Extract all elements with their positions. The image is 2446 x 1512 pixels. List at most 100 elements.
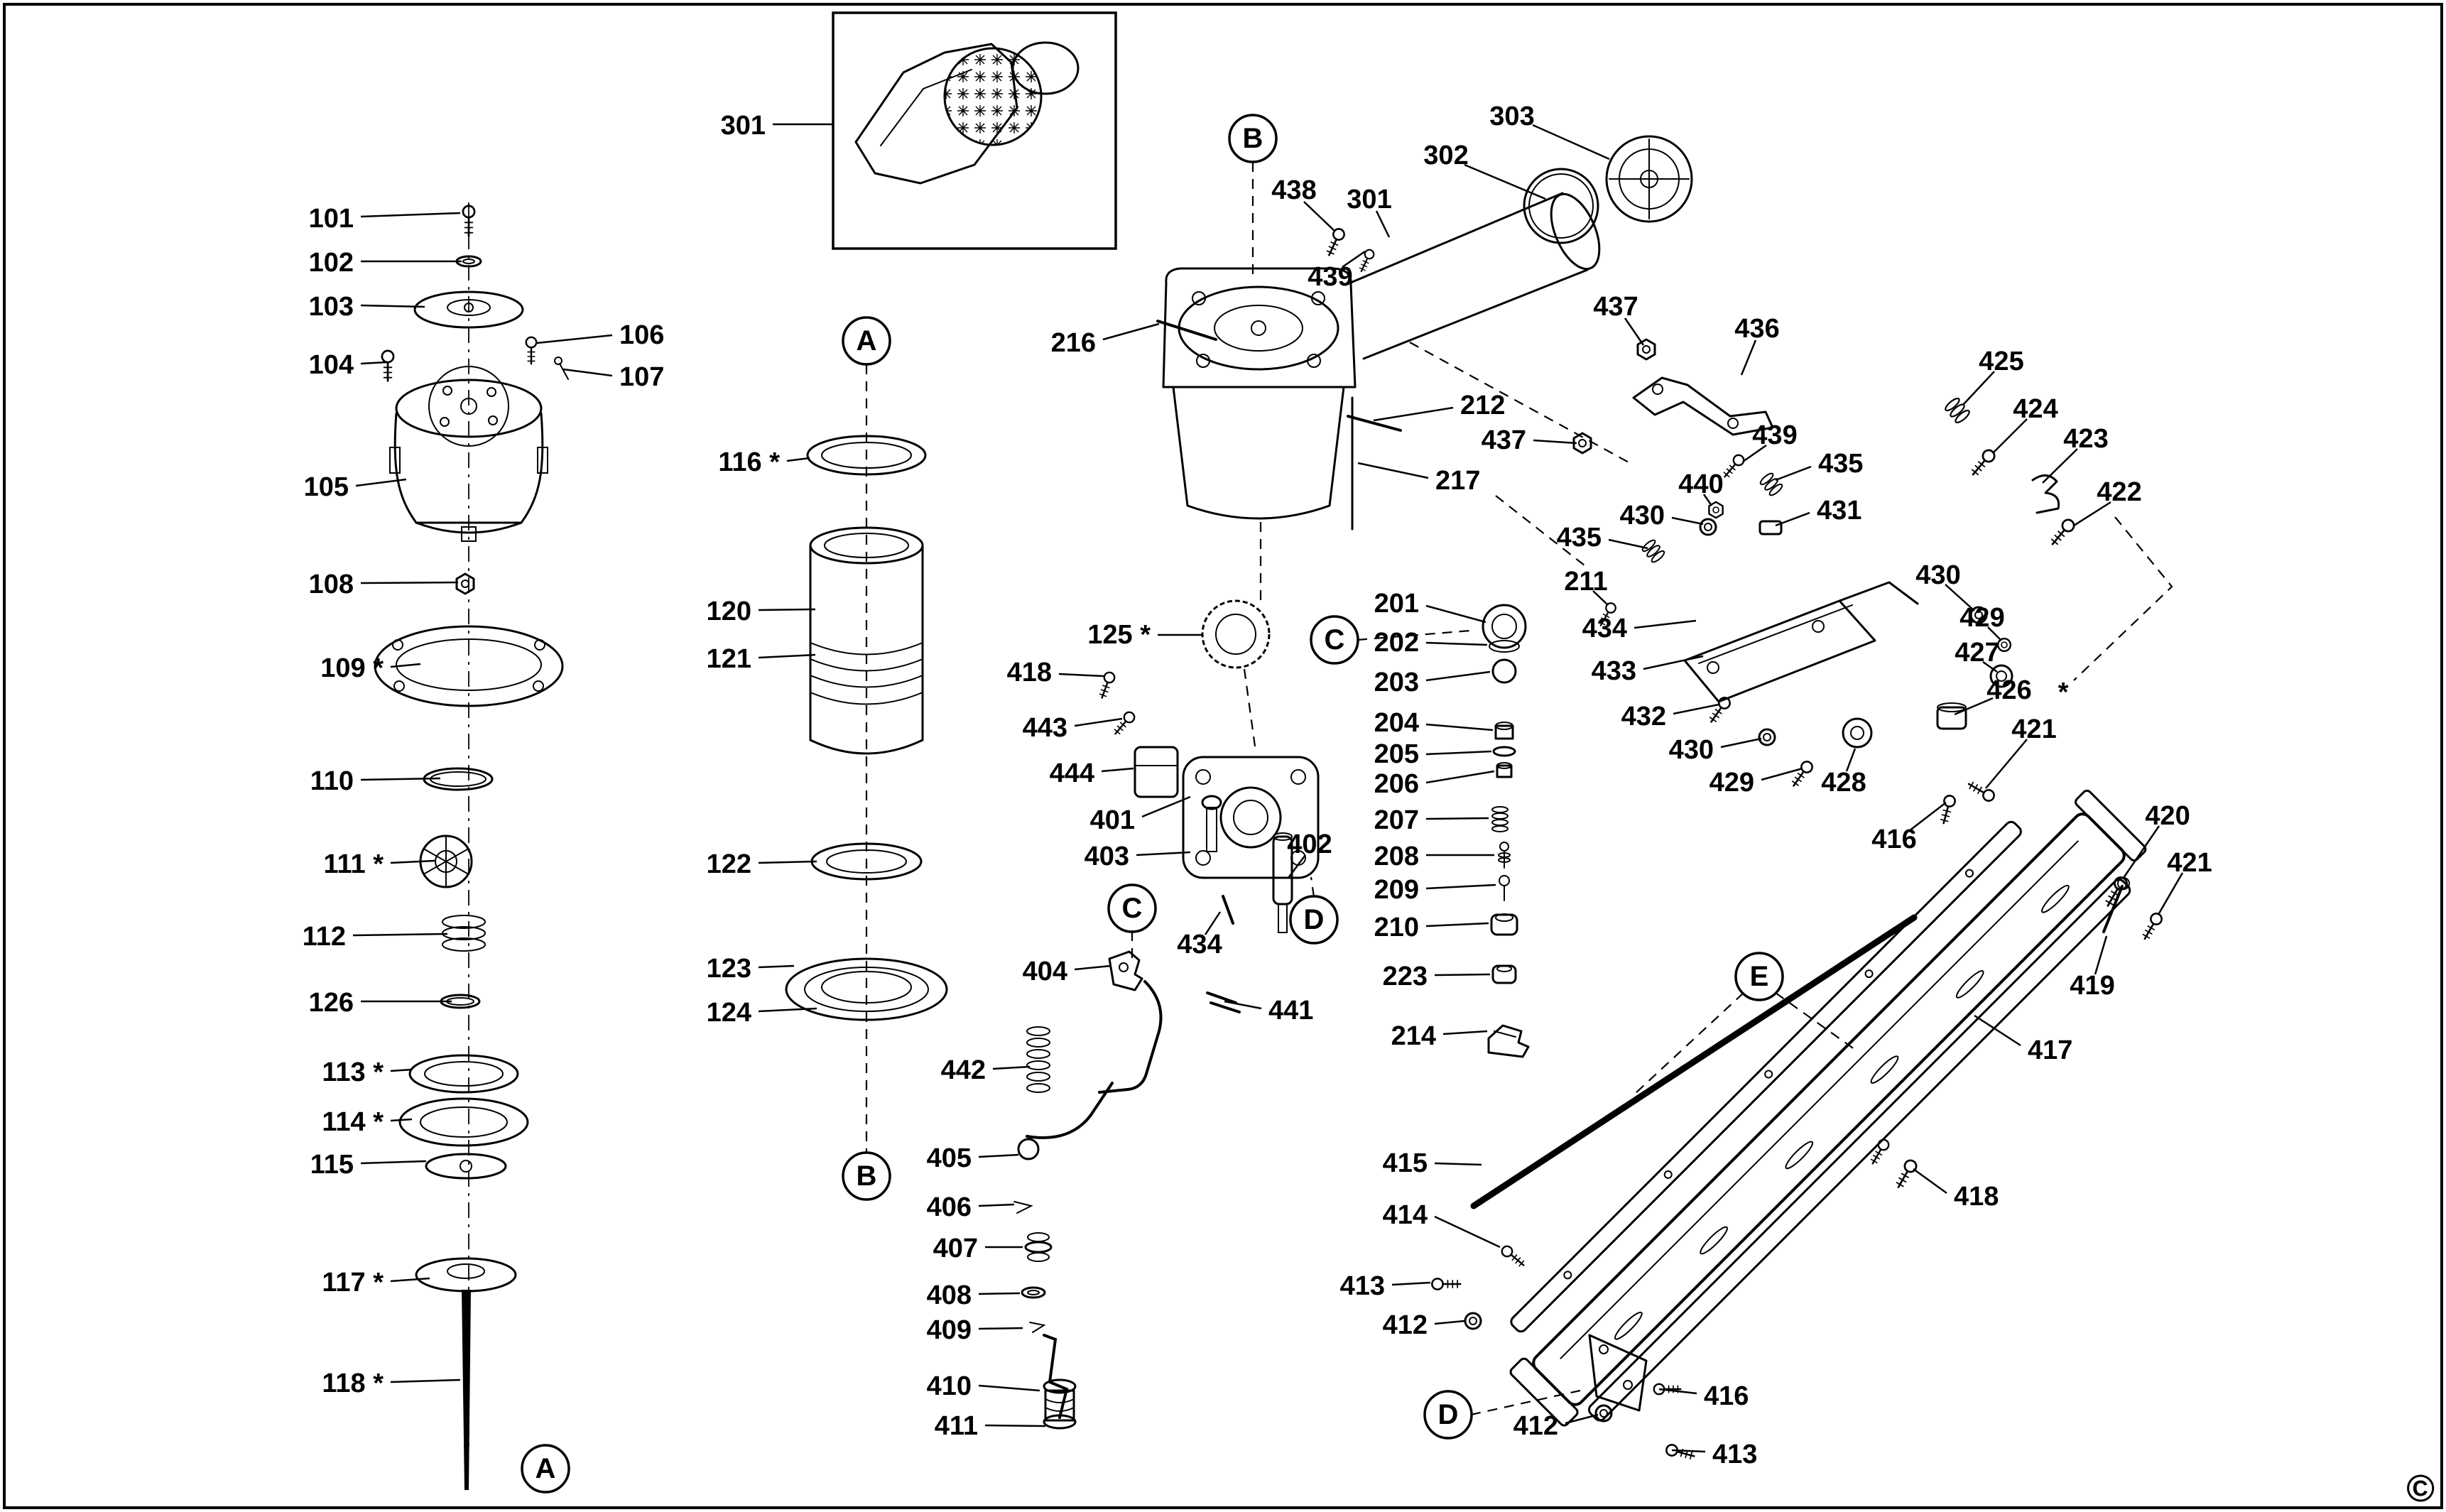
part-label: 430 xyxy=(1915,560,1960,590)
svg-text:C: C xyxy=(1122,893,1143,924)
part-callout-407: 407 xyxy=(933,1234,1023,1263)
part-label: 441 xyxy=(1268,996,1313,1026)
leader-line xyxy=(1074,717,1123,727)
leader-line xyxy=(1391,1281,1431,1286)
contact-arm-assembly xyxy=(1572,338,2165,943)
leader-line xyxy=(758,653,816,659)
part-callout-433: 433 xyxy=(1592,655,1704,686)
part-callout-115: 115 xyxy=(310,1150,427,1180)
leader-line xyxy=(1740,339,1757,376)
svg-text:A: A xyxy=(536,1453,556,1484)
part-callout-425: 425 xyxy=(1962,347,2024,406)
part-callout-211: 211 xyxy=(1564,567,1609,606)
part-label: 101 xyxy=(309,204,354,234)
leader-line xyxy=(1533,439,1577,445)
part-callout-409: 409 xyxy=(927,1315,1023,1345)
part-callout-419: 419 xyxy=(2070,935,2115,1001)
part-callout-301: 301 xyxy=(1347,185,1392,238)
part-label: 104 xyxy=(309,350,354,380)
part-callout-411: 411 xyxy=(935,1411,1046,1441)
part-label: 123 xyxy=(707,954,751,984)
part-callout-406: 406 xyxy=(927,1192,1015,1222)
leader-line xyxy=(1658,1388,1697,1395)
part-label: 206 xyxy=(1374,769,1419,799)
leader-line xyxy=(1434,1162,1482,1166)
part-label: 203 xyxy=(1374,668,1419,697)
leader-line xyxy=(1643,655,1704,670)
part-callout-430: 430 xyxy=(1915,560,1975,611)
part-callout-104: 104 xyxy=(309,350,388,380)
copyright-symbol: © xyxy=(2406,1467,2435,1510)
part-label: 435 xyxy=(1557,523,1602,553)
part-callout-223: 223 xyxy=(1383,962,1491,991)
part-label: 431 xyxy=(1817,496,1861,526)
leader-line xyxy=(1775,465,1812,482)
part-callout-116: 116 * xyxy=(718,447,810,477)
leader-line xyxy=(360,581,459,584)
leader-line xyxy=(536,334,613,344)
leader-line xyxy=(1671,1449,1706,1453)
part-callout-102: 102 xyxy=(309,248,462,278)
svg-text:B: B xyxy=(857,1160,877,1192)
leader-line xyxy=(2073,501,2111,527)
valve-stack xyxy=(1482,600,1619,1058)
part-callout-431: 431 xyxy=(1775,496,1861,527)
part-label: 433 xyxy=(1592,656,1636,686)
part-callout-436: 436 xyxy=(1734,314,1780,376)
part-callout-413: 413 xyxy=(1671,1440,1757,1469)
part-label: 409 xyxy=(927,1315,972,1345)
part-label: 209 xyxy=(1374,875,1419,905)
leader-line xyxy=(1425,817,1489,820)
part-label: 216 xyxy=(1051,328,1096,358)
leader-line xyxy=(978,1327,1023,1330)
leader-line xyxy=(352,932,448,937)
leader-line xyxy=(390,1068,413,1072)
part-callout-413: 413 xyxy=(1340,1271,1431,1301)
part-callout-430: 430 xyxy=(1669,735,1762,765)
part-callout-439: 439 xyxy=(1742,420,1798,463)
part-label: 430 xyxy=(1620,501,1665,531)
leader-line xyxy=(1434,1320,1465,1325)
part-callout-208: 208 xyxy=(1374,842,1494,871)
part-label: 435 xyxy=(1818,449,1863,479)
part-callout-437: 437 xyxy=(1593,292,1645,346)
leader-line xyxy=(984,1424,1046,1427)
part-callout-408: 408 xyxy=(927,1280,1021,1310)
svg-text:B: B xyxy=(1243,123,1263,154)
part-label: 103 xyxy=(309,292,354,322)
part-label: 122 xyxy=(707,849,751,879)
leader-line xyxy=(758,1007,817,1013)
part-callout-302: 302 xyxy=(1423,141,1546,200)
part-label: 212 xyxy=(1460,391,1505,420)
part-callout-438: 438 xyxy=(1271,175,1336,232)
leader-line xyxy=(360,777,441,781)
leader-line xyxy=(1204,911,1222,935)
svg-text:D: D xyxy=(1438,1399,1459,1430)
ref-circle-A: A xyxy=(521,1444,570,1494)
part-label: 440 xyxy=(1678,469,1723,499)
part-label: 426 xyxy=(1986,675,2031,705)
cap-assembly xyxy=(374,205,569,1490)
trigger-assembly xyxy=(1013,670,1241,1430)
part-label: 408 xyxy=(927,1280,972,1310)
part-callout-217: 217 xyxy=(1357,462,1480,496)
cylinder-assembly xyxy=(785,435,948,1021)
part-callout-412: 412 xyxy=(1383,1310,1465,1340)
part-callout-410: 410 xyxy=(927,1371,1040,1401)
leader-line xyxy=(2094,935,2108,975)
leader-line xyxy=(1434,973,1491,977)
part-label: 422 xyxy=(2097,477,2141,507)
part-callout-123: 123 xyxy=(707,954,795,984)
part-callout-109: 109 * xyxy=(320,653,421,683)
part-callout-426: 426 xyxy=(1954,675,2032,716)
part-label: 421 xyxy=(2011,714,2056,744)
leader-line xyxy=(1058,673,1104,678)
part-label: 211 xyxy=(1564,567,1607,597)
part-label: 407 xyxy=(933,1234,978,1263)
ref-circle-B: B xyxy=(1228,114,1278,163)
part-label: 114 * xyxy=(322,1107,384,1137)
part-label: 107 xyxy=(619,362,664,392)
part-label: 429 xyxy=(1959,603,2004,633)
part-callout-121: 121 xyxy=(707,644,816,674)
leader-line xyxy=(786,457,810,462)
